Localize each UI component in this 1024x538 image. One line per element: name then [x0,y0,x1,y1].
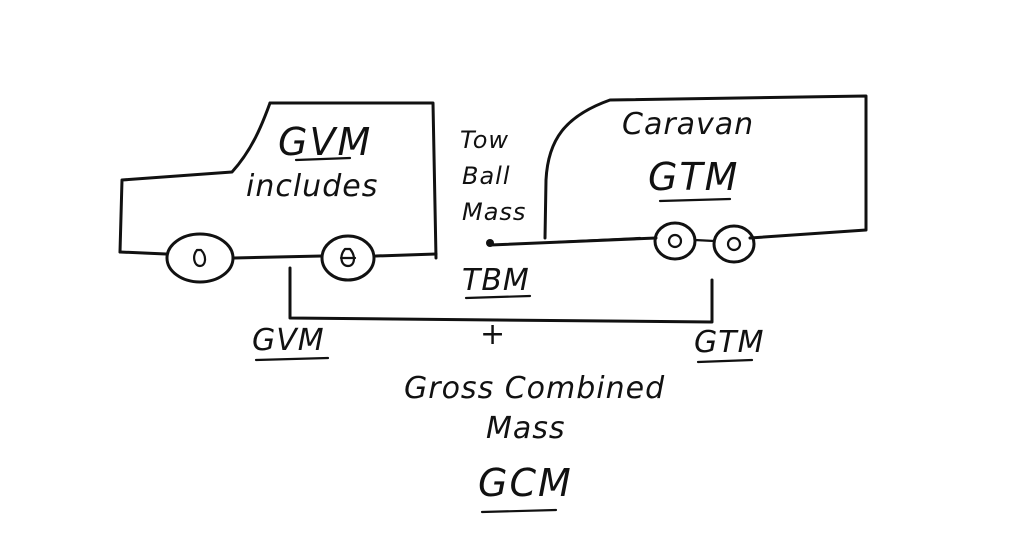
caravan-front-wheel [653,221,697,261]
car-gvm-underline [294,156,352,162]
bottom-gtm-underline [696,358,754,364]
caravan-gtm-underline [658,197,732,203]
gcm-line2: Mass [486,411,566,446]
car-outline [118,101,438,260]
bottom-gvm-underline [254,356,330,362]
car-rear-wheel [320,234,376,282]
gcm-line1: Gross Combined [404,371,665,406]
car-includes-label: includes [246,169,378,204]
caravan-axle-line [693,238,716,243]
tow-ball-line1: Tow [460,126,509,154]
car-front-wheel [165,232,235,284]
tbm-underline [464,294,532,300]
tow-ball-line3: Mass [462,198,526,226]
caravan-title: Caravan [622,107,754,142]
gcm-underline [480,508,558,514]
tbm-label: TBM [462,263,530,298]
plus-sign: + [480,317,506,352]
tow-ball-line2: Ball [462,162,511,190]
gcm-abbr: GCM [478,461,573,505]
caravan-rear-wheel [712,224,756,264]
combining-bracket [288,266,714,324]
caravan-outline [543,94,868,244]
caravan-gtm-label: GTM [648,155,739,199]
bottom-gtm-label: GTM [694,325,764,360]
car-gvm-label: GVM [278,120,372,164]
bottom-gvm-label: GVM [252,323,325,358]
